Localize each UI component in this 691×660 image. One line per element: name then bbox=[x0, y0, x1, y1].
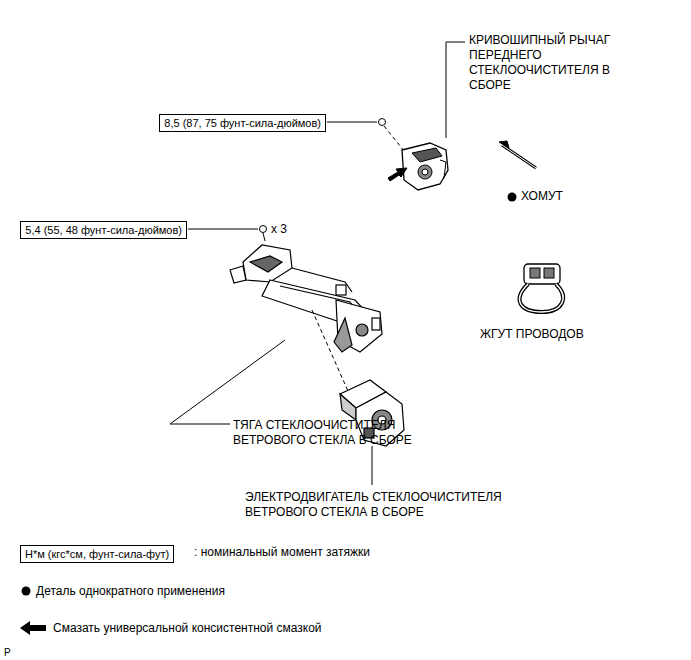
leader-line bbox=[372, 446, 373, 485]
legend-entry: Деталь однократного применения bbox=[36, 584, 225, 599]
legend-text: : номинальный момент затяжки bbox=[194, 545, 370, 559]
torque-value: 8,5 (87, 75 фунт-сила-дюймов) bbox=[164, 116, 321, 130]
bolt bbox=[379, 119, 386, 126]
legend-entry: Смазать универсальной консистентной смаз… bbox=[53, 621, 322, 636]
part-label: x 3 bbox=[271, 222, 287, 237]
bullet bbox=[22, 587, 31, 596]
crank-arm bbox=[402, 143, 448, 190]
torque-value: 5,4 (55, 48 фунт-сила-дюймов) bbox=[25, 223, 182, 237]
legend-entry: : номинальный момент затяжки bbox=[194, 545, 370, 560]
leader-line bbox=[327, 122, 377, 123]
wiper-linkage bbox=[230, 245, 382, 352]
part-label: ЭЛЕКТРОДВИГАТЕЛЬ СТЕКЛООЧИСТИТЕЛЯ ВЕТРОВ… bbox=[245, 490, 575, 520]
bullet bbox=[508, 193, 517, 202]
grease-arrow bbox=[20, 621, 46, 635]
leader-line bbox=[446, 42, 465, 138]
legend-text: Смазать универсальной консистентной смаз… bbox=[53, 621, 322, 635]
part-label: P bbox=[4, 645, 11, 660]
bolt bbox=[260, 226, 267, 242]
torque-box: Н*м (кгс*см, фунт-сила-фут) bbox=[20, 545, 174, 563]
dashed-line bbox=[384, 126, 405, 152]
part-label: ТЯГА СТЕКЛООЧИСТИТЕЛЯ ВЕТРОВОГО СТЕКЛА В… bbox=[233, 418, 429, 448]
legend-text: Деталь однократного применения bbox=[36, 584, 225, 598]
part-label: ЖГУТ ПРОВОДОВ bbox=[480, 327, 584, 342]
dashed-line bbox=[312, 310, 352, 400]
part-label: ХОМУТ bbox=[521, 189, 563, 204]
leader-line bbox=[188, 229, 258, 230]
torque-value: Н*м (кгс*см, фунт-сила-фут) bbox=[25, 547, 169, 561]
leader-line bbox=[170, 340, 285, 424]
torque-box: 5,4 (55, 48 фунт-сила-дюймов) bbox=[20, 221, 187, 239]
torque-box: 8,5 (87, 75 фунт-сила-дюймов) bbox=[159, 114, 326, 132]
wire-harness bbox=[520, 264, 563, 312]
clamp bbox=[499, 141, 536, 168]
grease-arrow bbox=[388, 168, 407, 181]
part-label: КРИВОШИПНЫЙ РЫЧАГ ПЕРЕДНЕГО СТЕКЛООЧИСТИ… bbox=[469, 33, 641, 93]
